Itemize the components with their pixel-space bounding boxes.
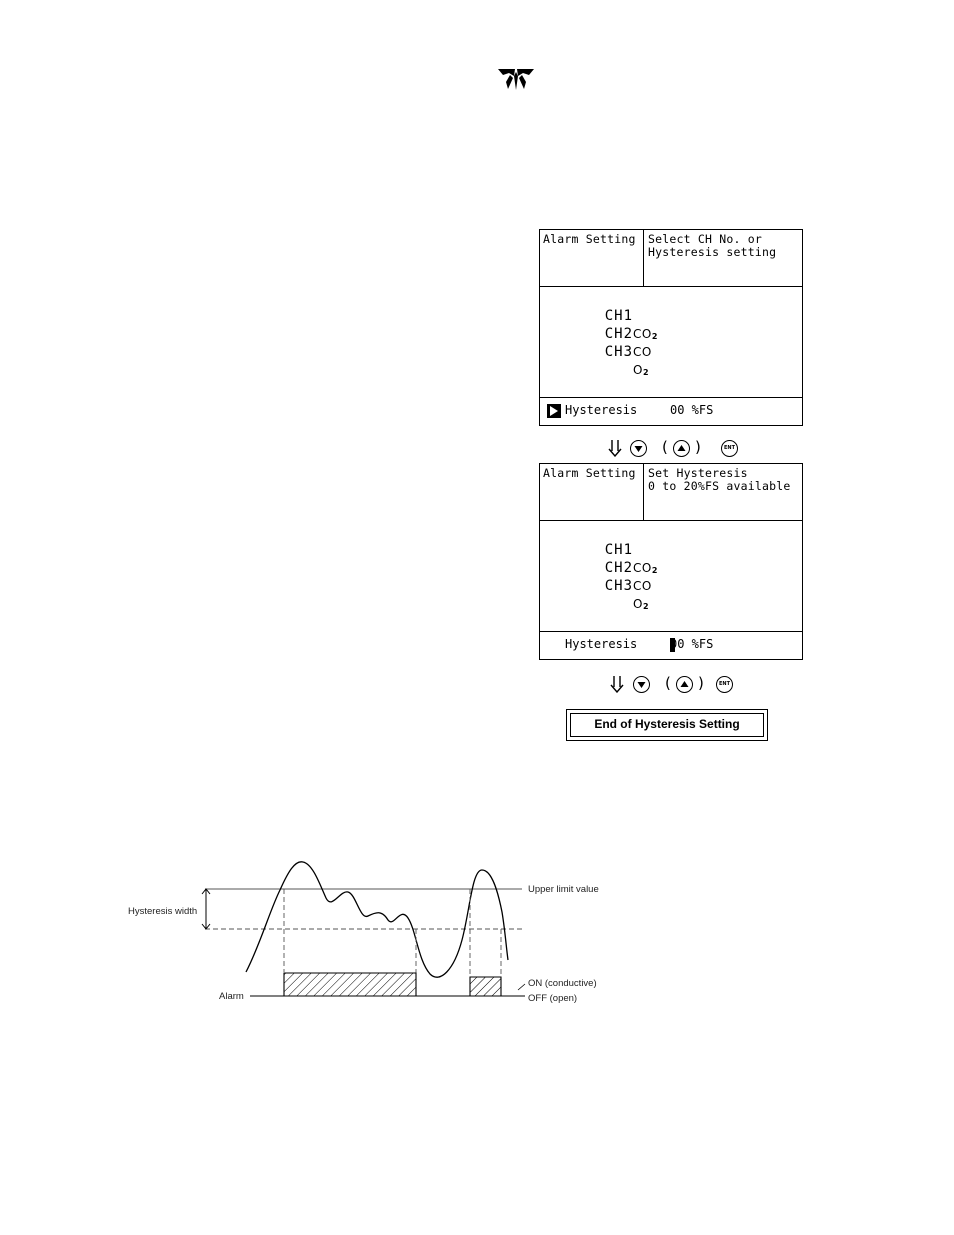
channel-row-ch1[interactable]: CH1 CO2 — [567, 289, 658, 361]
channel-label: CH2 — [604, 326, 634, 342]
ent-key-icon[interactable]: ENT — [721, 440, 738, 457]
channel-row-ch2[interactable]: CH2 CO — [567, 307, 652, 379]
instruction-line-1: Set Hysteresis — [648, 466, 748, 480]
screen-header: Alarm Setting Set Hysteresis 0 to 20%FS … — [540, 464, 802, 521]
instruction-line-1: Select CH No. or — [648, 232, 762, 246]
screen-title-cell: Alarm Setting — [540, 464, 644, 520]
on-conductive-label: ON (conductive) — [528, 978, 597, 989]
channel-label: CH3 — [604, 578, 634, 594]
up-key-icon[interactable] — [676, 676, 693, 693]
hysteresis-row[interactable]: Hysteresis 00 %FS — [540, 631, 802, 660]
gas-name: CO — [633, 345, 652, 359]
channel-label: CH3 — [604, 344, 634, 360]
off-open-label: OFF (open) — [528, 993, 578, 1004]
channel-label: CH2 — [604, 560, 634, 576]
alarm-setting-screen-set: Alarm Setting Set Hysteresis 0 to 20%FS … — [539, 463, 803, 660]
upper-limit-label: Upper limit value — [528, 884, 599, 895]
open-paren: ( — [662, 438, 668, 456]
channel-row-ch1[interactable]: CH1 CO2 — [567, 523, 658, 595]
alarm-setting-screen-select: Alarm Setting Select CH No. or Hysteresi… — [539, 229, 803, 426]
down-key-icon[interactable] — [633, 676, 650, 693]
channel-row-ch3[interactable]: CH3 O2 — [567, 325, 649, 397]
screen-title-cell: Alarm Setting — [540, 230, 644, 286]
channel-row-ch3[interactable]: CH3 O2 — [567, 559, 649, 631]
channel-label: CH1 — [604, 308, 634, 324]
alarm-label: Alarm — [219, 991, 244, 1002]
gas-name: CO — [633, 579, 652, 593]
screen-title: Alarm Setting — [543, 232, 636, 246]
hysteresis-label: Hysteresis — [565, 403, 638, 417]
instruction-line-2: Hysteresis setting — [648, 245, 777, 259]
hysteresis-value[interactable]: 00 %FS — [670, 637, 714, 651]
gas-name: O2 — [633, 597, 650, 611]
close-paren: ) — [698, 674, 704, 692]
screen-title: Alarm Setting — [543, 466, 636, 480]
down-arrow-icon — [608, 440, 622, 457]
close-paren: ) — [695, 438, 701, 456]
end-of-hysteresis-box: End of Hysteresis Setting — [566, 709, 768, 741]
hysteresis-diagram — [201, 861, 526, 997]
alarm-on-region-1 — [283, 972, 417, 997]
hysteresis-row[interactable]: Hysteresis 00 %FS — [540, 397, 802, 426]
gas-name: CO2 — [633, 327, 658, 341]
up-key-icon[interactable] — [673, 440, 690, 457]
channel-label: CH1 — [604, 542, 634, 558]
hysteresis-value: 00 %FS — [670, 403, 714, 417]
alarm-on-region-2 — [469, 976, 502, 997]
signal-curve — [245, 861, 509, 978]
edit-cursor — [670, 638, 675, 652]
gas-name: O2 — [633, 363, 650, 377]
selection-cursor-icon — [547, 404, 561, 418]
teledyne-logo-icon — [498, 69, 534, 90]
hysteresis-label: Hysteresis — [565, 637, 638, 651]
ent-key-icon[interactable]: ENT — [716, 676, 733, 693]
end-of-hysteresis-label: End of Hysteresis Setting — [570, 713, 764, 737]
channel-row-ch2[interactable]: CH2 CO — [567, 541, 652, 613]
down-key-icon[interactable] — [630, 440, 647, 457]
open-paren: ( — [665, 674, 671, 692]
instruction-line-2: 0 to 20%FS available — [648, 479, 791, 493]
screen-header: Alarm Setting Select CH No. or Hysteresi… — [540, 230, 802, 287]
hysteresis-width-label: Hysteresis width — [128, 906, 198, 917]
down-arrow-icon — [610, 676, 624, 693]
gas-name: CO2 — [633, 561, 658, 575]
